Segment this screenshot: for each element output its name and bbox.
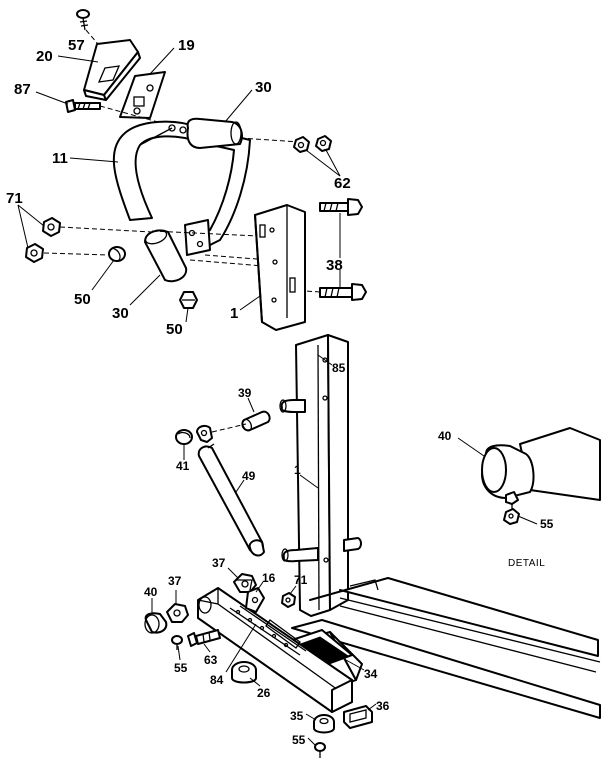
knob-37-upper	[233, 573, 257, 593]
bolt-87	[65, 99, 181, 129]
base-tube-84	[197, 587, 353, 713]
callout-50-a: 50	[74, 291, 91, 308]
detail-caption: DETAIL	[508, 558, 545, 569]
callout-19: 19	[178, 37, 195, 54]
detail-view	[481, 427, 601, 525]
callout-30-lower: 30	[112, 305, 129, 322]
callout-1-top: 1	[230, 305, 238, 322]
screw-55-left	[171, 635, 183, 650]
callout-40-lower: 40	[144, 585, 158, 599]
wheel-35	[313, 714, 335, 734]
callout-16: 16	[262, 571, 276, 585]
callout-41: 41	[176, 459, 190, 473]
nut-71-lower	[281, 592, 296, 608]
callout-55-bottom: 55	[292, 733, 306, 747]
bracket-cover-20	[83, 39, 141, 101]
spring-pin-16	[245, 587, 265, 613]
callout-71-top: 71	[6, 190, 23, 207]
cap-41	[175, 429, 193, 445]
callout-20: 20	[36, 48, 53, 65]
callout-55-left: 55	[174, 661, 188, 675]
end-cap-50-b	[179, 291, 198, 309]
end-cap-36	[343, 705, 373, 729]
callout-30-top: 30	[255, 79, 272, 96]
callout-71-lower: 71	[294, 573, 308, 587]
pin-lower	[281, 547, 319, 563]
callout-49: 49	[242, 469, 256, 483]
callout-11: 11	[52, 150, 68, 167]
bolts-38	[304, 198, 367, 301]
handlebar-11	[112, 120, 251, 256]
callout-87: 87	[14, 81, 31, 98]
upright-post-top	[254, 204, 306, 331]
callout-35: 35	[290, 709, 304, 723]
callout-57: 57	[68, 37, 85, 54]
knob-37-lower	[166, 603, 189, 623]
bushing-39	[241, 410, 271, 432]
callout-55-detail: 55	[540, 517, 554, 531]
callout-63: 63	[204, 653, 218, 667]
screw-57	[76, 9, 99, 45]
callout-39: 39	[238, 386, 252, 400]
callout-26: 26	[257, 686, 271, 700]
callout-34: 34	[364, 667, 378, 681]
end-cap-40-lower	[144, 612, 168, 634]
screw-55-bottom	[314, 742, 326, 758]
callout-50-b: 50	[166, 321, 183, 338]
nuts-71-top	[25, 217, 61, 263]
end-cap-50-a	[108, 246, 126, 262]
nuts-62	[293, 135, 332, 153]
grip-30-top	[186, 117, 243, 149]
callout-62: 62	[334, 175, 351, 192]
callout-37-lower: 37	[168, 574, 182, 588]
cylinder-49	[196, 424, 265, 557]
callout-40-detail: 40	[438, 429, 452, 443]
leader-lines	[17, 47, 538, 747]
callout-36: 36	[376, 699, 390, 713]
wheel-26	[231, 661, 257, 684]
grip-30-lower	[144, 229, 188, 283]
callout-37-upper: 37	[212, 556, 226, 570]
pin-39-upper	[279, 399, 306, 413]
plate-19	[119, 71, 166, 119]
callout-38: 38	[326, 257, 343, 274]
callout-84: 84	[210, 673, 224, 687]
bolt-63	[187, 629, 221, 647]
callout-85: 85	[332, 361, 346, 375]
callout-1-lower: 1	[294, 463, 301, 477]
